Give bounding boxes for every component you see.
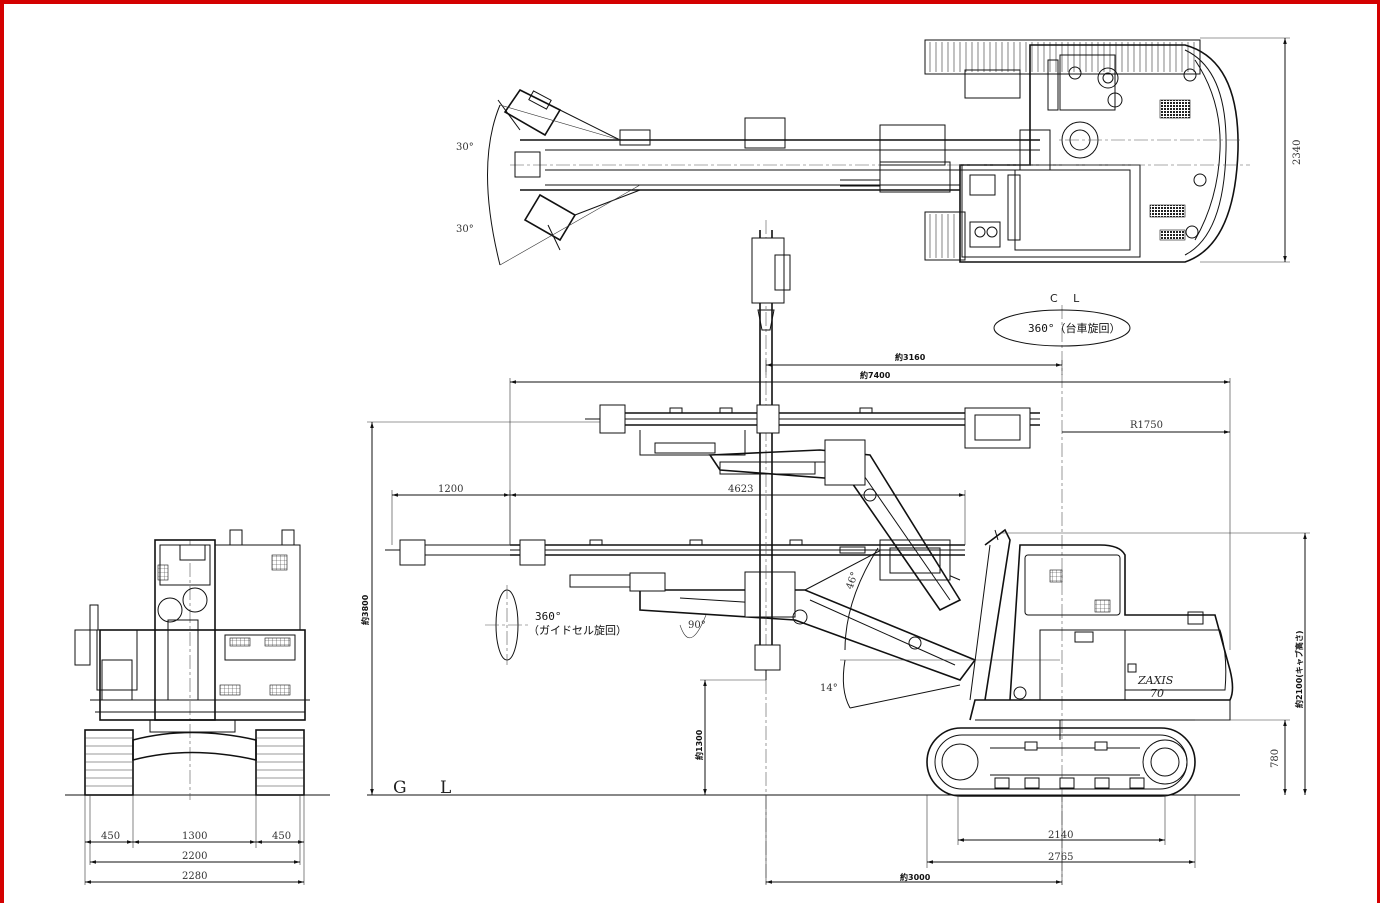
plan-view: 30° 30° 2340 <box>456 37 1303 266</box>
boom-upper-position <box>708 439 962 612</box>
plan-track-bottom <box>924 211 966 261</box>
carrier-swing-ellipse <box>993 309 1131 347</box>
dim-3800: 約3800 <box>360 594 370 625</box>
dim-4623: 4623 <box>728 484 753 495</box>
angle-90: 90° <box>688 620 706 631</box>
logo-70: 70 <box>1150 687 1164 700</box>
dim-1300-height: 約1300 <box>694 729 704 760</box>
guide-cell-lower <box>385 539 965 566</box>
front-track-right <box>255 729 305 796</box>
plan-track-top <box>924 39 1201 75</box>
dim-3160: 約3160 <box>895 352 926 362</box>
cl-label: C L <box>1050 292 1085 305</box>
angle-14: 14° <box>820 683 838 694</box>
plan-angle-upper: 30° <box>456 142 474 153</box>
front-dim-2200: 2200 <box>182 851 207 862</box>
guide-cell-vertical <box>751 220 791 885</box>
dim-r1750: R1750 <box>1130 420 1163 431</box>
dim-7400: 約7400 <box>860 370 891 380</box>
gl-label: G L <box>393 778 465 798</box>
dim-1200: 1200 <box>438 484 463 495</box>
logo-zaxis: ZAXIS <box>1137 674 1174 687</box>
guide-cell-swing-angle: 360° <box>535 610 562 623</box>
guide-cell-swing-label: （ガイドセル旋回） <box>528 623 627 637</box>
side-cab <box>1039 629 1126 701</box>
side-view: C L 360°（台車旋回） G L ZAXIS 70 <box>360 220 1310 885</box>
dim-2340: 2340 <box>1292 140 1303 165</box>
boom-post <box>984 528 1011 701</box>
plan-boom <box>545 149 1040 186</box>
front-track-left <box>84 729 134 796</box>
front-view: 450 1300 450 2200 2280 <box>65 529 330 885</box>
dim-2765: 2765 <box>1048 852 1073 863</box>
dim-780: 780 <box>1270 749 1281 768</box>
front-dim-1300: 1300 <box>182 831 207 842</box>
side-upper-body <box>969 544 1234 721</box>
front-dim-450-left: 450 <box>101 831 120 842</box>
carrier-swing-label: 360°（台車旋回） <box>1028 321 1121 335</box>
dim-2140: 2140 <box>1048 830 1073 841</box>
guide-cell-upper <box>585 404 1040 456</box>
plan-cab <box>961 164 1141 258</box>
plan-guide-cell-upper <box>497 88 621 141</box>
front-dim-2280: 2280 <box>182 871 207 882</box>
dim-3000: 約3000 <box>900 872 931 882</box>
front-dim-450-right: 450 <box>272 831 291 842</box>
plan-upper-body <box>959 44 1239 263</box>
angle-46: 46° <box>844 571 860 591</box>
plan-guide-cell-lower <box>523 189 641 251</box>
plan-angle-lower: 30° <box>456 224 474 235</box>
dim-2100: 約2100(キャブ高さ) <box>1294 630 1304 708</box>
